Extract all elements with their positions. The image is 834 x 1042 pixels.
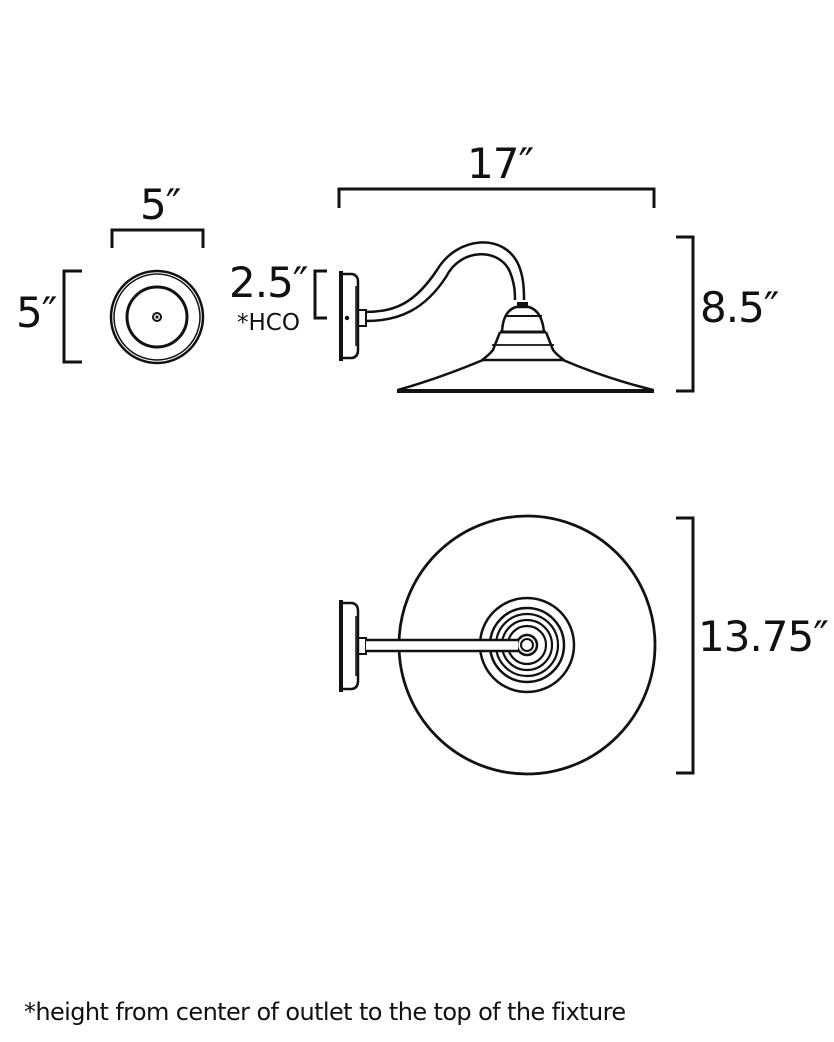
hco-value-label: 2.5″ [229,258,308,307]
side-view [313,187,695,393]
hco-label: *HCO [237,310,300,336]
overall-height-label: 8.5″ [700,283,779,332]
backplate-height-label: 5″ [16,288,57,337]
top-view [339,514,695,776]
extension-label: 17″ [467,139,534,188]
hco-bracket [313,269,327,320]
width-bracket [110,228,205,248]
diameter-bracket [676,516,695,775]
backplate-front-view [62,228,205,365]
extension-bracket [337,187,656,208]
backplate-width-label: 5″ [140,180,181,229]
footnote: *height from center of outlet to the top… [24,998,626,1026]
height-bracket [676,235,695,393]
shade-diameter-label: 13.75″ [698,612,829,661]
height-bracket [62,269,82,364]
